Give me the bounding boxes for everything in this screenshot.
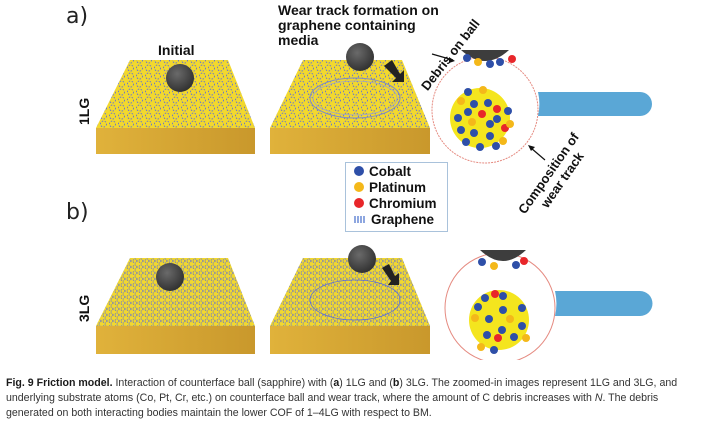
- atom-mark: [506, 120, 514, 128]
- chromium-dot-icon: [354, 198, 364, 208]
- wear-track-title-line: Wear track formation on: [278, 2, 439, 18]
- atom-mark: [478, 110, 486, 118]
- atom-mark: [492, 142, 500, 150]
- legend: Cobalt Platinum Chromium Graphene: [345, 162, 448, 232]
- atom-mark: [462, 138, 470, 146]
- atom-mark: [464, 88, 472, 96]
- atom-mark: [457, 126, 465, 134]
- atom-mark: [498, 326, 506, 334]
- atom-mark: [518, 322, 526, 330]
- slab-3lg-wear: [270, 245, 430, 354]
- caption-text: . The debris generated on both interacti…: [6, 392, 659, 419]
- legend-label: Cobalt: [369, 163, 411, 179]
- atom-mark: [504, 107, 512, 115]
- atom-mark: [481, 294, 489, 302]
- legend-label: Platinum: [369, 179, 427, 195]
- legend-item-cobalt: Cobalt: [354, 163, 447, 179]
- figure-caption: Fig. 9 Friction model. Interaction of co…: [6, 376, 706, 421]
- atom-mark: [457, 97, 465, 105]
- panel-a-label: a): [66, 4, 89, 29]
- wear-track-title-line: graphene containing: [278, 17, 416, 33]
- atom-mark: [499, 137, 507, 145]
- legend-item-graphene: Graphene: [354, 211, 447, 227]
- atom-mark: [520, 257, 528, 265]
- legend-label: Chromium: [369, 195, 437, 211]
- slab-3lg-initial: [96, 258, 255, 354]
- atom-mark: [454, 114, 462, 122]
- slab-1lg-wear: [270, 43, 430, 154]
- atom-mark: [476, 143, 484, 151]
- atom-mark: [486, 60, 494, 68]
- initial-label: Initial: [158, 42, 195, 58]
- zoom-view-3lg: [444, 250, 653, 360]
- ball-icon: [346, 43, 374, 71]
- atom-mark: [477, 343, 485, 351]
- caption-text: Interaction of counterface ball (sapphir…: [112, 377, 334, 389]
- atom-mark: [485, 315, 493, 323]
- platinum-dot-icon: [354, 182, 364, 192]
- atom-mark: [478, 258, 486, 266]
- atom-mark: [512, 261, 520, 269]
- atom-mark: [493, 105, 501, 113]
- caption-n: N: [594, 392, 603, 404]
- atom-mark: [464, 108, 472, 116]
- motion-arrow-icon: [384, 60, 404, 82]
- atom-mark: [490, 262, 498, 270]
- atom-mark: [506, 315, 514, 323]
- atom-mark: [479, 86, 487, 94]
- atom-mark: [474, 303, 482, 311]
- atom-mark: [490, 346, 498, 354]
- atom-mark: [518, 304, 526, 312]
- magnifier-handle: [555, 291, 653, 316]
- zoom-view-1lg: [431, 50, 652, 164]
- row-label-1lg: 1LG: [76, 97, 92, 125]
- atom-mark: [483, 331, 491, 339]
- friction-model-figure: a) b) Initial Wear track formation on gr…: [66, 3, 653, 360]
- cobalt-dot-icon: [354, 166, 364, 176]
- atom-mark: [494, 334, 502, 342]
- atom-mark: [470, 100, 478, 108]
- ball-icon: [166, 64, 194, 92]
- caption-text: ) 3LG. The zoomed-in images represent 1L…: [6, 377, 678, 404]
- legend-label: Graphene: [371, 211, 435, 227]
- panel-b-label: b): [66, 200, 89, 225]
- row-label-3lg: 3LG: [76, 294, 92, 322]
- atom-mark: [508, 55, 516, 63]
- atom-mark: [486, 132, 494, 140]
- atom-mark: [493, 115, 501, 123]
- slab-1lg-initial: [96, 60, 255, 154]
- graphene-lattice-icon: [354, 215, 366, 223]
- atom-mark: [499, 306, 507, 314]
- caption-ref-b: b: [392, 377, 400, 389]
- caption-text: ) 1LG and (: [339, 377, 393, 389]
- atom-mark: [491, 290, 499, 298]
- atom-mark: [499, 292, 507, 300]
- ball-icon: [156, 263, 184, 291]
- atom-mark: [484, 99, 492, 107]
- caption-fig-label: Fig. 9 Friction model.: [6, 377, 113, 389]
- atom-mark: [522, 334, 530, 342]
- legend-item-platinum: Platinum: [354, 179, 447, 195]
- wear-track-title: Wear track formation on graphene contain…: [278, 3, 439, 48]
- atom-mark: [463, 54, 471, 62]
- atom-mark: [486, 120, 494, 128]
- atom-mark: [474, 58, 482, 66]
- atom-mark: [510, 333, 518, 341]
- wear-track-title-line: media: [278, 32, 319, 48]
- ball-icon: [348, 245, 376, 273]
- figure-graphics: [96, 43, 653, 360]
- atom-mark: [471, 314, 479, 322]
- caption-ref-a: a: [333, 377, 340, 389]
- atom-mark: [496, 58, 504, 66]
- magnifier-handle: [538, 92, 652, 116]
- atom-mark: [470, 129, 478, 137]
- motion-arrow-icon: [382, 264, 399, 285]
- legend-item-chromium: Chromium: [354, 195, 447, 211]
- atom-mark: [468, 118, 476, 126]
